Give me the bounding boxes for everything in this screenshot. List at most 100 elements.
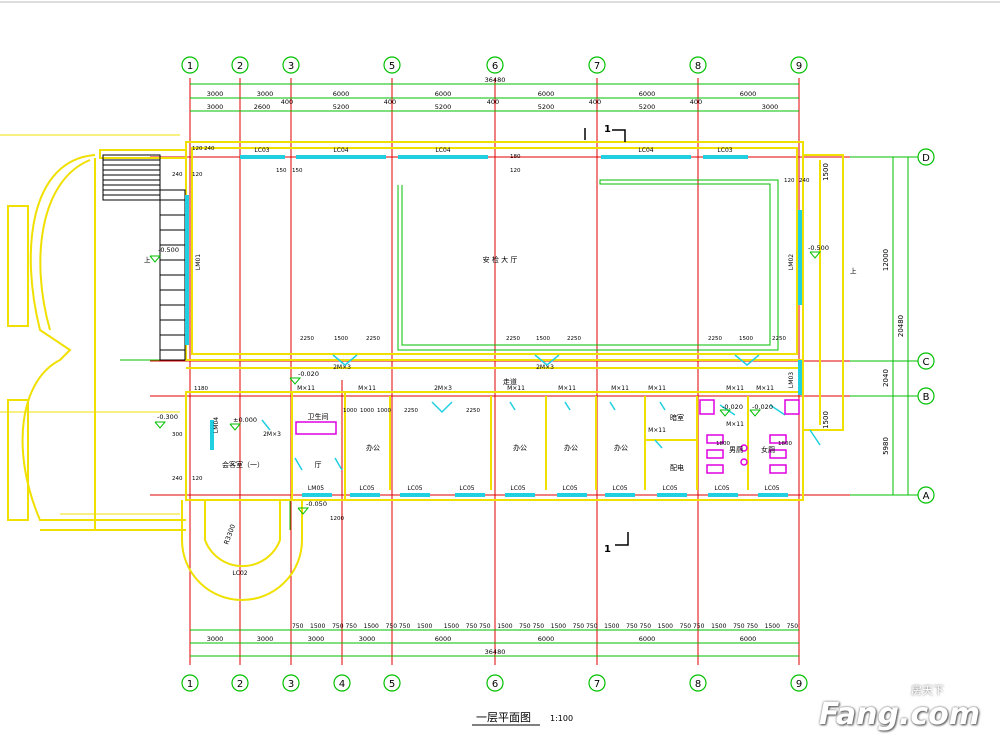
dim-top-r2-9: 5200 xyxy=(639,103,656,111)
dim-bot-big-4: 6000 xyxy=(639,635,656,643)
fixtures xyxy=(295,399,800,474)
dim-right-s2: 1500 xyxy=(822,411,830,429)
dim-d1180: 1180 xyxy=(194,386,208,392)
label-lc04-b: LC04 xyxy=(435,147,450,154)
label-lm04: LM04 xyxy=(213,417,220,433)
axis-bottom-9: 9 xyxy=(796,679,802,690)
axis-bottom-2: 2 xyxy=(237,679,243,690)
level-corridor: -0.020 xyxy=(298,370,319,378)
axis-bottom-7: 7 xyxy=(594,679,600,690)
label-lc03-b: LC03 xyxy=(717,147,732,154)
axis-top-3: 3 xyxy=(288,61,294,72)
watermark-logo: Fang.com xyxy=(819,697,980,732)
dim-d1500-2: 1500 xyxy=(536,336,550,342)
label-m11-3: M×11 xyxy=(507,385,525,392)
label-lc05-6: LC05 xyxy=(612,485,627,492)
room-power: 配电 xyxy=(670,463,684,472)
label-m11-10: M×11 xyxy=(726,421,744,428)
label-m11-2: M×11 xyxy=(358,385,376,392)
label-2m3-1: 2M×3 xyxy=(333,364,351,371)
dim-bottom-small: 750 xyxy=(519,623,531,630)
dim-w120-1: 120 xyxy=(192,172,203,178)
dim-d1200: 1200 xyxy=(330,516,344,522)
axis-bottom-1: 1 xyxy=(187,679,193,690)
label-m11-4: M×11 xyxy=(558,385,576,392)
dim-bot-mid-2: 3000 xyxy=(308,635,325,643)
axis-right-d: D xyxy=(922,153,930,164)
dim-w120-5: 120 xyxy=(192,476,203,482)
dim-w240-1: 240 xyxy=(172,172,183,178)
dim-top-r2-10: 400 xyxy=(690,98,702,106)
dim-top-r2-8: 400 xyxy=(589,98,601,106)
label-lc04-a: LC04 xyxy=(333,147,348,154)
axis-bottom-8: 8 xyxy=(695,679,701,690)
dim-top-r2-1: 2600 xyxy=(254,103,271,111)
dim-top-r1-5: 6000 xyxy=(639,90,656,98)
label-lc05-9: LC05 xyxy=(764,485,779,492)
dim-top-r2-6: 400 xyxy=(487,98,499,106)
room-corridor: 走道 xyxy=(503,377,517,386)
room-mens: 男厕 xyxy=(729,446,743,454)
dim-d2250-7: 2250 xyxy=(404,408,418,414)
dim-d1000-3: 1000 xyxy=(377,408,391,414)
dim-right-d3: 5980 xyxy=(882,437,890,455)
room-restroom: 卫生间 xyxy=(308,412,329,421)
dim-top-r1-2: 6000 xyxy=(333,90,350,98)
dim-bot-big-2: 6000 xyxy=(435,635,452,643)
drawing-title: 一层平面图 xyxy=(476,711,531,724)
dim-bot-big-5: 6000 xyxy=(740,635,757,643)
drawing-scale: 1:100 xyxy=(550,714,573,723)
dim-right-d1: 12000 xyxy=(882,249,890,271)
axis-top-7: 7 xyxy=(594,61,600,72)
label-lc05-8: LC05 xyxy=(714,485,729,492)
dim-bottom-small: 750 xyxy=(787,623,799,630)
axis-bottom-5: 5 xyxy=(389,679,395,690)
dim-bottom-small: 1500 xyxy=(310,623,325,630)
dim-bot-total: 36480 xyxy=(485,648,506,656)
room-womens: 女厕 xyxy=(761,445,775,454)
dim-w120-2: 120 xyxy=(192,146,203,152)
windows xyxy=(185,155,802,497)
dim-d2250-4: 2250 xyxy=(567,336,581,342)
label-2m3-2: 2M×3 xyxy=(536,364,554,371)
label-m11-1: M×11 xyxy=(297,385,315,392)
axis-bubbles-top xyxy=(181,56,808,74)
dim-bottom-small: 1500 xyxy=(497,623,512,630)
section-mark-bottom: 1 xyxy=(604,544,611,555)
dim-top-r1-3: 6000 xyxy=(435,90,452,98)
label-lm05: LM05 xyxy=(308,485,324,492)
label-2m3-4: 2M×3 xyxy=(263,431,281,438)
label-m11-5: M×11 xyxy=(611,385,629,392)
axis-bubbles-right xyxy=(917,148,935,504)
label-m11-7: M×11 xyxy=(726,385,744,392)
dim-bottom-small: 1500 xyxy=(551,623,566,630)
label-lm01: LM01 xyxy=(195,254,202,270)
dim-w240-4: 240 xyxy=(172,476,183,482)
axis-top-2: 2 xyxy=(237,61,243,72)
dim-d2250-8: 2250 xyxy=(466,408,480,414)
level-annex: -0.500 xyxy=(158,246,179,254)
dim-d1800-1: 1800 xyxy=(716,441,730,447)
axis-bottom-3: 3 xyxy=(288,679,294,690)
level-right: -0.500 xyxy=(808,244,829,252)
dim-bottom-small: 750 xyxy=(680,623,692,630)
label-r3300: R3300 xyxy=(222,523,237,546)
label-lc05-7: LC05 xyxy=(662,485,677,492)
dim-d2250-3: 2250 xyxy=(506,336,520,342)
watermark-brand: Fang.com xyxy=(818,697,980,732)
axis-grid xyxy=(150,78,930,665)
axis-top-6: 6 xyxy=(492,61,498,72)
dim-top-total: 36480 xyxy=(485,76,506,84)
dim-bottom-small: 750 xyxy=(586,623,598,630)
label-lc05-1: LC05 xyxy=(359,485,374,492)
dim-d2250-5: 2250 xyxy=(708,336,722,342)
label-2m3-3: 2M×3 xyxy=(434,385,452,392)
label-lc05-5: LC05 xyxy=(562,485,577,492)
label-up-1: 上 xyxy=(144,255,151,264)
room-office-2: 办公 xyxy=(513,443,527,452)
dim-bottom-small: 750 xyxy=(399,623,411,630)
dim-top-r1-6: 6000 xyxy=(740,90,757,98)
dim-bottom-small: 1500 xyxy=(765,623,780,630)
dim-bottom-small: 750 xyxy=(573,623,585,630)
room-office-4: 办公 xyxy=(614,443,628,452)
